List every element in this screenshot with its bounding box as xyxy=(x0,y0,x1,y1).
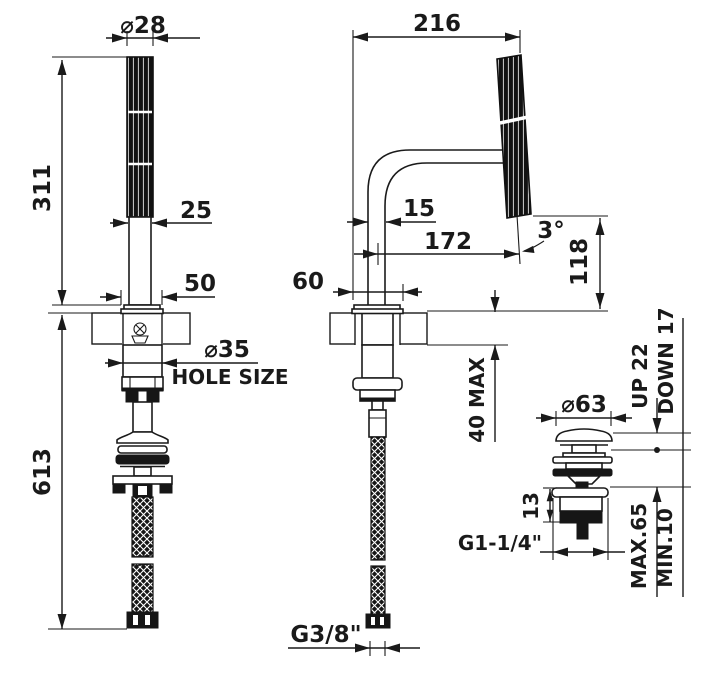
dim-label-supply-thread: G3/8" xyxy=(290,622,361,648)
side-aerator-blade xyxy=(496,54,532,219)
front-view: ⌀28 311 25 50 xyxy=(30,13,289,630)
front-bell-flange xyxy=(116,431,169,444)
dim-label-deck-thickness: 40 MAX xyxy=(465,357,489,443)
dim-label-cap-diameter: ⌀63 xyxy=(561,392,607,418)
front-supply-hose xyxy=(126,496,159,629)
dim-side-angle: 3° xyxy=(521,218,565,256)
drain-lock-ring xyxy=(552,468,613,477)
dim-label-flange-height: 13 xyxy=(519,492,543,520)
front-hose-nut xyxy=(126,611,159,629)
side-washer xyxy=(352,377,403,391)
side-hose-lower xyxy=(370,565,386,615)
side-base-plate xyxy=(351,308,404,315)
side-hose-nut xyxy=(365,613,391,629)
side-hose-upper xyxy=(370,436,386,561)
dim-side-projection: 216 xyxy=(352,11,521,300)
dim-label-plug-down: DOWN 17 xyxy=(654,307,678,414)
front-washer xyxy=(117,445,168,454)
dim-label-plug-up: UP 22 xyxy=(628,343,652,409)
front-bottom-bar xyxy=(112,475,173,485)
front-neck-stub xyxy=(133,466,152,477)
drain-tail-stem xyxy=(576,522,589,540)
front-set-screw xyxy=(133,322,147,336)
front-hose-upper xyxy=(131,496,154,558)
dim-front-height-above-deck: 311 xyxy=(30,56,127,306)
drain-cap xyxy=(555,428,613,442)
front-spout-neck xyxy=(128,216,152,306)
dim-drain-plug-travel: UP 22 DOWN 17 MAX.65 MIN.10 xyxy=(610,307,691,597)
front-hose-lower xyxy=(131,563,154,613)
dim-label-angle: 3° xyxy=(537,218,565,244)
drain-upper-flange xyxy=(552,456,613,464)
dim-label-spout-width: 25 xyxy=(180,198,212,224)
dim-side-body-width: 15 xyxy=(347,196,436,227)
front-lock-ring xyxy=(115,454,170,465)
dim-side-reach: 172 xyxy=(354,214,521,265)
dim-drain-flange-height: 13 xyxy=(519,487,560,523)
front-lower-tube xyxy=(132,401,153,433)
dim-label-spout-height: 118 xyxy=(567,238,593,286)
dim-side-deck-thickness: 40 MAX xyxy=(427,290,508,443)
dim-label-base-depth: 60 xyxy=(292,269,324,295)
front-base-plate xyxy=(120,308,164,315)
dim-front-spout-width: 25 xyxy=(110,198,212,228)
dim-side-supply-thread: G3/8" xyxy=(288,622,420,656)
drain-threaded-body xyxy=(559,496,603,512)
dim-label-deck-max: MAX.65 xyxy=(627,503,651,589)
dim-label-hole-size: HOLE SIZE xyxy=(171,365,288,389)
front-spout-knurled-column xyxy=(126,56,154,218)
side-supply-hose xyxy=(365,436,391,629)
front-deck-hole xyxy=(122,312,163,345)
dim-side-base-depth: 60 xyxy=(292,269,422,301)
dim-label-waste-thread: G1-1/4" xyxy=(458,531,542,555)
front-deck-section xyxy=(91,312,191,345)
dim-label-reach: 172 xyxy=(424,229,472,255)
dim-drain-waste-thread: G1-1/4" xyxy=(458,498,625,560)
dim-label-hole-diameter: ⌀35 xyxy=(204,337,250,363)
side-undercounter-assembly xyxy=(352,344,403,438)
front-threaded-shank xyxy=(122,344,163,378)
dim-label-body-width: 15 xyxy=(403,196,435,222)
dim-front-hole-size: ⌀35 HOLE SIZE xyxy=(105,337,289,389)
side-deck-section xyxy=(329,312,428,346)
dim-label-projection: 216 xyxy=(413,11,461,37)
dim-front-spout-diameter: ⌀28 xyxy=(106,13,200,46)
dim-label-spout-diameter: ⌀28 xyxy=(120,13,166,39)
dim-label-base-width: 50 xyxy=(184,271,216,297)
side-view: 216 15 172 3° xyxy=(288,11,608,656)
dim-front-total-depth: 613 xyxy=(30,312,127,630)
front-spout xyxy=(120,56,164,315)
dim-label-deck-min: MIN.10 xyxy=(653,508,677,588)
front-undercounter-assembly xyxy=(112,322,173,498)
dim-label-total-depth: 613 xyxy=(30,448,56,496)
drain-popup-waste xyxy=(551,428,613,540)
dim-drain-cap-diameter: ⌀63 xyxy=(536,392,632,426)
dim-front-base-width: 50 xyxy=(100,271,216,305)
dim-label-height-above-deck: 311 xyxy=(30,164,56,212)
side-threaded-shank xyxy=(361,344,394,379)
side-spout xyxy=(351,54,532,315)
dim-side-spout-height: 118 xyxy=(427,215,608,312)
side-hose-connector xyxy=(368,409,387,438)
front-clamp-bracket xyxy=(125,389,160,403)
drain-sink-flange xyxy=(551,487,609,498)
drain-view: ⌀63 UP 22 DOWN 17 MAX.65 MIN.10 13 xyxy=(458,307,691,597)
